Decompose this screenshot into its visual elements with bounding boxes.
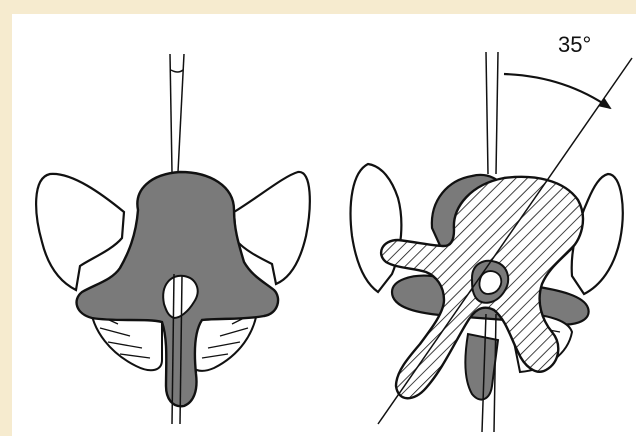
- reference-line-vertical: [170, 54, 172, 172]
- vertebra-neutral: [36, 54, 310, 424]
- vertebra-rotated: 35°: [351, 32, 632, 432]
- reference-line-vertical-right: [486, 52, 488, 174]
- small-angle-arc: [171, 70, 183, 72]
- left-wing-right-vertebra: [351, 164, 402, 292]
- illustration-panel: 35°: [12, 14, 636, 436]
- left-wing-left-vertebra: [36, 174, 124, 290]
- reference-line-vertical-right-2: [496, 52, 498, 174]
- rotation-arrow: [504, 74, 610, 108]
- grey-lower-process-right: [465, 334, 498, 400]
- rotation-angle-label: 35°: [558, 32, 591, 57]
